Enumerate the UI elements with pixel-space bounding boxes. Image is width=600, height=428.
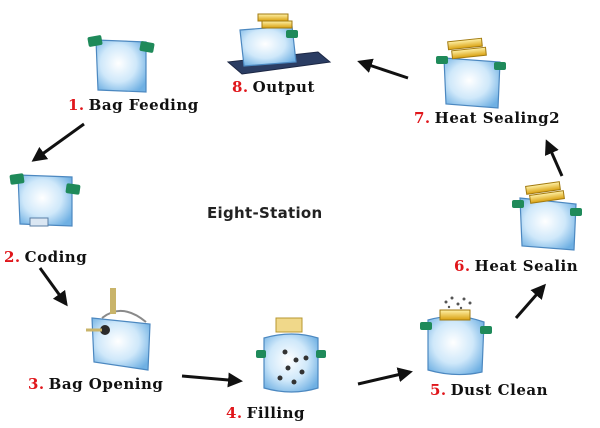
station-6-name: Heat Sealin — [474, 257, 579, 275]
station-2-label: 2.Coding — [4, 248, 87, 266]
station-6-label: 6.Heat Sealin — [454, 257, 600, 275]
station-1-number: 1. — [68, 96, 85, 114]
station-5-number: 5. — [430, 381, 447, 399]
station-3-label: 3.Bag Opening — [28, 375, 163, 393]
station-7-label: 7.Heat Sealing2 — [414, 109, 560, 127]
station-5-name: Dust Clean — [450, 381, 548, 399]
station-8-name: Output — [252, 78, 315, 96]
output-icon — [226, 13, 332, 75]
filling-icon — [256, 317, 326, 393]
station-4-name: Filling — [246, 404, 306, 422]
station-3-name: Bag Opening — [48, 375, 164, 393]
station-4-label: 4.Filling — [226, 404, 305, 422]
station-3-number: 3. — [28, 375, 45, 393]
bag-feeding-icon — [87, 35, 155, 93]
station-7-name: Heat Sealing2 — [434, 109, 561, 127]
heat-sealing-icon — [512, 181, 582, 251]
diagram-title: Eight-Station — [207, 204, 323, 222]
bag-opening-icon — [86, 288, 151, 371]
station-8-number: 8. — [232, 78, 249, 96]
station-1-name: Bag Feeding — [88, 96, 199, 114]
arrow-5-to-6 — [514, 283, 546, 319]
station-2-number: 2. — [4, 248, 21, 266]
arrow-3-to-4 — [181, 372, 243, 388]
dust-clean-icon — [420, 296, 492, 376]
station-2-name: Coding — [24, 248, 88, 266]
coding-icon — [9, 173, 81, 227]
station-4-number: 4. — [226, 404, 243, 422]
heat-sealing-2-icon — [436, 37, 506, 109]
station-1-label: 1.Bag Feeding — [68, 96, 199, 114]
station-5-label: 5.Dust Clean — [430, 381, 548, 399]
station-6-number: 6. — [454, 257, 471, 275]
arrow-6-to-7 — [544, 139, 564, 177]
arrow-4-to-5 — [357, 367, 413, 386]
station-7-number: 7. — [414, 109, 431, 127]
arrow-2-to-3 — [38, 267, 68, 307]
arrow-7-to-8 — [357, 58, 409, 80]
station-8-label: 8.Output — [232, 78, 315, 96]
arrow-1-to-2 — [31, 122, 85, 162]
